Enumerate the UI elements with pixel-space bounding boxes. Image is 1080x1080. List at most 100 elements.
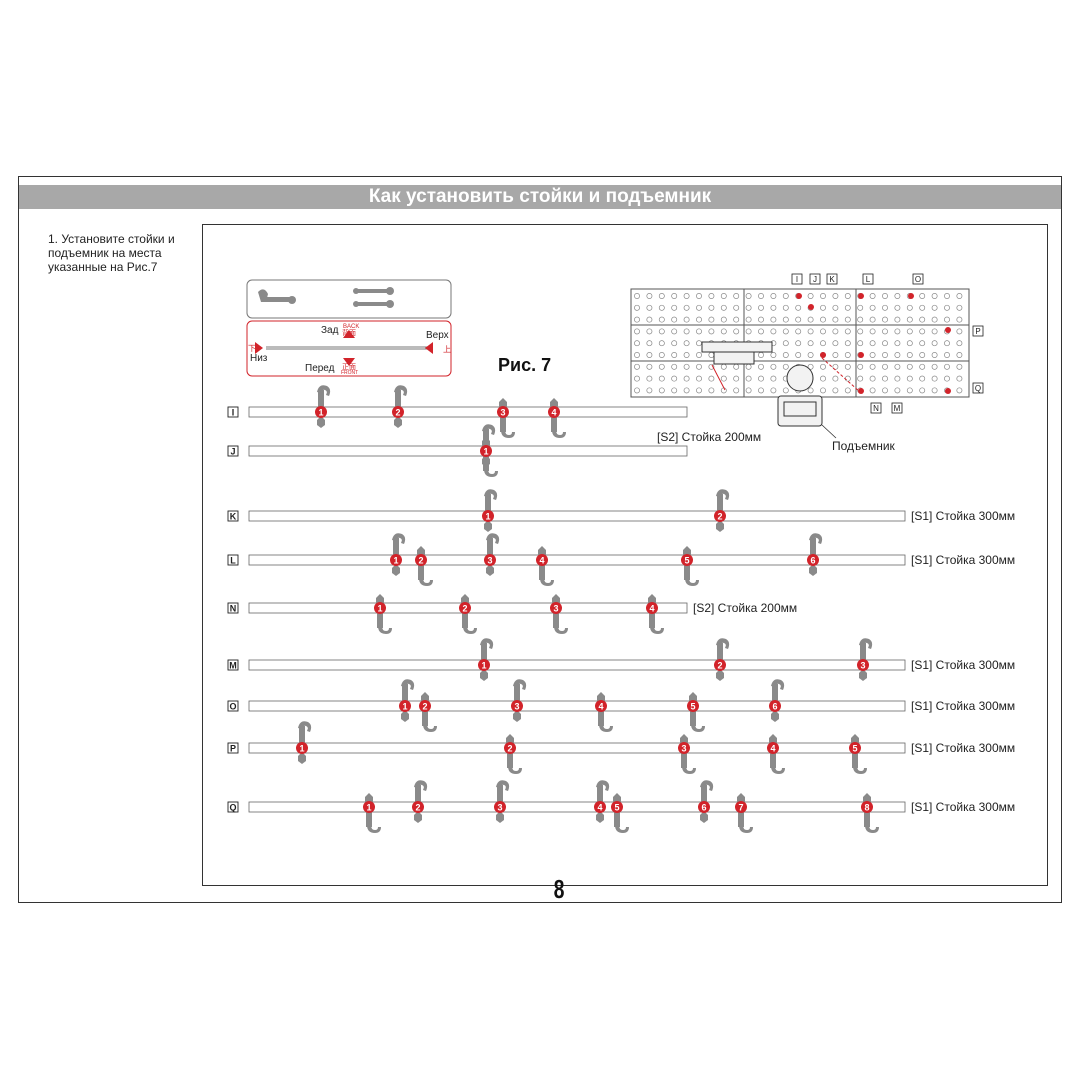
position-marker: 1 (315, 406, 327, 418)
svg-text:4: 4 (597, 803, 602, 813)
legend-part-icon-right (353, 287, 394, 308)
bracket-part (859, 638, 873, 681)
svg-text:4: 4 (649, 604, 654, 614)
svg-text:N: N (230, 604, 237, 614)
bracket-part (597, 692, 613, 732)
rail-note: [S1] Стойка 300мм (911, 658, 1015, 672)
legend-top-label: Верх (426, 330, 449, 341)
position-marker: 7 (735, 801, 747, 813)
map-label-o: O (912, 273, 924, 285)
svg-text:J: J (230, 447, 235, 457)
svg-text:I: I (796, 275, 798, 284)
bracket-part (394, 385, 408, 428)
svg-text:5: 5 (690, 702, 695, 712)
svg-text:O: O (229, 702, 236, 712)
svg-text:1: 1 (366, 803, 371, 813)
svg-text:5: 5 (614, 803, 619, 813)
legend-top-cn: 上 (443, 345, 451, 354)
position-marker: 2 (504, 742, 516, 754)
svg-text:K: K (230, 512, 237, 522)
svg-text:1: 1 (402, 702, 407, 712)
svg-text:Q: Q (229, 803, 236, 813)
rail-bar (248, 742, 906, 754)
svg-text:6: 6 (772, 702, 777, 712)
position-marker: 3 (497, 406, 509, 418)
svg-text:3: 3 (500, 408, 505, 418)
lifter-label: Подъемник (832, 439, 896, 453)
page-number: 8 (553, 874, 565, 904)
svg-text:O: O (915, 275, 921, 284)
rail-bar (248, 659, 906, 671)
position-marker: 4 (536, 554, 548, 566)
position-marker: 4 (595, 700, 607, 712)
position-marker: 2 (392, 406, 404, 418)
position-marker: 1 (399, 700, 411, 712)
map-label-i: I (791, 273, 803, 285)
position-marker: 5 (849, 742, 861, 754)
instruction-step: 1. Установите стойки и подъемник на мест… (48, 232, 175, 274)
bracket-part (365, 793, 381, 833)
position-marker: 4 (548, 406, 560, 418)
bracket-part (863, 793, 879, 833)
svg-text:3: 3 (681, 744, 686, 754)
position-marker: 2 (415, 554, 427, 566)
bracket-part (496, 780, 510, 823)
legend-front-en: FRONT (341, 370, 358, 376)
svg-text:L: L (866, 275, 871, 284)
position-marker: 1 (390, 554, 402, 566)
bracket-part (298, 721, 312, 764)
rail-note: [S2] Стойка 200мм (693, 601, 797, 615)
svg-text:P: P (230, 744, 236, 754)
position-marker: 4 (646, 602, 658, 614)
svg-text:3: 3 (514, 702, 519, 712)
legend-back-cn: 背面 (342, 328, 356, 337)
bracket-part (550, 398, 566, 438)
bracket-part (851, 734, 867, 774)
position-marker: 4 (767, 742, 779, 754)
svg-text:6: 6 (701, 803, 706, 813)
svg-text:P: P (975, 327, 980, 336)
svg-text:2: 2 (507, 744, 512, 754)
bracket-part (414, 780, 428, 823)
position-marker: 2 (714, 510, 726, 522)
svg-text:M: M (894, 404, 901, 413)
rail-id-box: Q (227, 801, 239, 813)
legend-back-en: BACK (343, 324, 359, 330)
rail-note: [S2] Стойка 200мм (657, 430, 761, 444)
position-marker: 3 (494, 801, 506, 813)
bracket-part (392, 533, 406, 576)
svg-text:2: 2 (717, 512, 722, 522)
svg-text:4: 4 (551, 408, 556, 418)
map-label-q: Q (972, 382, 984, 394)
map-red-dots (796, 293, 951, 394)
rail-bar (248, 406, 688, 418)
legend-bottom-label: Низ (250, 353, 268, 364)
position-marker: 4 (594, 801, 606, 813)
rail-bar (248, 554, 906, 566)
position-marker: 1 (482, 510, 494, 522)
rail-bar (248, 700, 906, 712)
legend-bottom-cn: 下 (248, 344, 256, 353)
bracket-part (538, 546, 554, 586)
svg-text:3: 3 (553, 604, 558, 614)
position-marker: 1 (478, 659, 490, 671)
page-frame (18, 176, 1062, 903)
figure-frame (202, 224, 1048, 886)
bracket-part (596, 780, 610, 823)
svg-text:5: 5 (852, 744, 857, 754)
lifter-drawing (701, 341, 861, 427)
map-label-p: P (972, 325, 984, 337)
position-marker: 8 (861, 801, 873, 813)
bracket-part (513, 679, 527, 722)
rail-bar (248, 801, 906, 813)
rail-bar (248, 445, 688, 457)
svg-text:1: 1 (393, 556, 398, 566)
position-marker: 3 (678, 742, 690, 754)
rail-note: [S1] Стойка 300мм (911, 800, 1015, 814)
